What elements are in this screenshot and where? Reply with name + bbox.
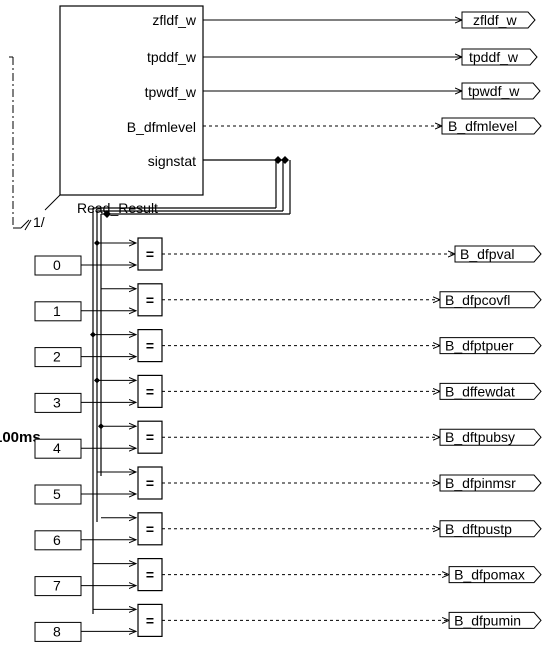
equality-block[interactable]: =: [138, 284, 162, 316]
output-label: zfldf_w: [473, 12, 517, 28]
output-signal: B_dfptpuer: [440, 338, 541, 354]
compare-row: 4 = B_dftpubsy: [35, 421, 541, 458]
output-label: B_dfpcovfl: [445, 292, 510, 308]
output-signal: B_dftpustp: [440, 521, 541, 537]
equals-symbol: =: [146, 292, 154, 308]
compare-row: 3 = B_dffewdat: [35, 375, 541, 412]
compare-row: 1 = B_dfpcovfl: [35, 284, 541, 321]
equality-block[interactable]: =: [138, 330, 162, 362]
equality-block[interactable]: =: [138, 467, 162, 499]
trigger-label: 1/: [33, 214, 45, 230]
output-signal: B_dffewdat: [440, 383, 541, 399]
equals-symbol: =: [146, 246, 154, 262]
compare-row: 6 = B_dftpustp: [35, 513, 541, 550]
constant-value: 0: [53, 257, 61, 273]
equality-block[interactable]: =: [138, 375, 162, 407]
signstat-wiring: [93, 156, 290, 614]
equality-block[interactable]: =: [138, 421, 162, 453]
constant-block[interactable]: 7: [35, 577, 81, 596]
port-tpddf-w: tpddf_w: [147, 49, 197, 65]
output-signal: B_dfpomax: [449, 567, 541, 583]
equals-symbol: =: [146, 521, 154, 537]
constant-block[interactable]: 3: [35, 393, 81, 412]
output-label: tpwdf_w: [468, 83, 520, 99]
constant-value: 7: [53, 578, 61, 594]
equality-block[interactable]: =: [138, 604, 162, 636]
trigger-connector: 1/: [9, 57, 60, 230]
equality-block[interactable]: =: [138, 513, 162, 545]
output-label: B_dfpval: [460, 246, 514, 262]
equals-symbol: =: [146, 383, 154, 399]
equals-symbol: =: [146, 429, 154, 445]
output-label: B_dfptpuer: [445, 338, 514, 354]
output-signal: B_dfpval: [455, 246, 541, 262]
output-signal: B_dfpumin: [449, 612, 541, 628]
equals-symbol: =: [146, 567, 154, 583]
output-signal: B_dfpinmsr: [440, 475, 541, 491]
output-label: tpddf_w: [469, 49, 519, 65]
compare-row: 5 = B_dfpinmsr: [35, 467, 541, 504]
output-label: B_dftpubsy: [445, 429, 515, 445]
compare-row: 7 = B_dfpomax: [35, 559, 541, 596]
output-label: B_dfpomax: [454, 567, 525, 583]
constant-block[interactable]: 4: [35, 439, 81, 458]
equality-block[interactable]: =: [138, 238, 162, 270]
equality-block[interactable]: =: [138, 559, 162, 591]
output-tpwdf-w: tpwdf_w: [462, 83, 540, 99]
output-b-dfmlevel: B_dfmlevel: [442, 118, 541, 134]
constant-block[interactable]: 5: [35, 485, 81, 504]
output-signal: B_dfpcovfl: [440, 292, 541, 308]
constant-block[interactable]: 2: [35, 348, 81, 367]
constant-value: 3: [53, 394, 61, 410]
constant-block[interactable]: 1: [35, 302, 81, 321]
output-zfldf-w: zfldf_w: [462, 12, 535, 28]
port-b-dfmlevel: B_dfmlevel: [127, 119, 196, 135]
output-tpddf-w: tpddf_w: [462, 49, 537, 65]
equals-symbol: =: [146, 475, 154, 491]
constant-block[interactable]: 8: [35, 622, 81, 641]
output-label: B_dffewdat: [445, 383, 515, 399]
constant-value: 4: [53, 440, 61, 456]
compare-row: 2 = B_dfptpuer: [35, 330, 541, 367]
constant-value: 5: [53, 486, 61, 502]
constant-value: 8: [53, 623, 61, 639]
equals-symbol: =: [146, 612, 154, 628]
constant-value: 2: [53, 349, 61, 365]
port-zfldf-w: zfldf_w: [152, 12, 196, 28]
equals-symbol: =: [146, 338, 154, 354]
top-output-wires: [203, 20, 462, 126]
output-signal: B_dftpubsy: [440, 429, 541, 445]
output-label: B_dfmlevel: [448, 118, 517, 134]
constant-value: 6: [53, 532, 61, 548]
output-label: B_dfpumin: [454, 612, 521, 628]
constant-value: 1: [53, 303, 61, 319]
output-label: B_dftpustp: [445, 521, 512, 537]
constant-block[interactable]: 0: [35, 256, 81, 275]
output-label: B_dfpinmsr: [445, 475, 516, 491]
compare-row: 8 = B_dfpumin: [35, 604, 541, 641]
port-tpwdf-w: tpwdf_w: [145, 84, 197, 100]
constant-block[interactable]: 6: [35, 531, 81, 550]
compare-row: 0 = B_dfpval: [35, 238, 541, 275]
port-signstat: signstat: [148, 153, 196, 169]
